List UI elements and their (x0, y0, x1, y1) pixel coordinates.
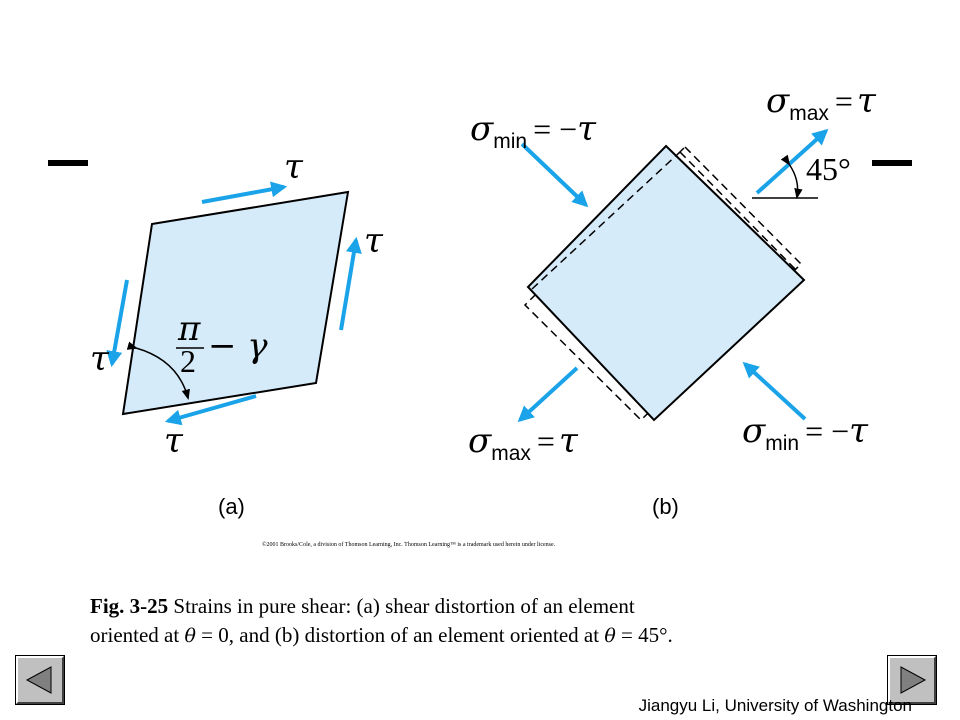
caption-line2-c: = 45°. (615, 623, 673, 647)
caption-line1: Strains in pure shear: (a) shear distort… (168, 594, 635, 618)
sigma-min-label-bottom: σmin= −τ (742, 411, 869, 455)
angle-arc (126, 341, 190, 401)
author-credit: Jiangyu Li, University of Washington (638, 696, 912, 715)
pure-shear-figure: τ τ τ τ π 2 − γ σmin= −τ σmax=τ σmax=τ σ… (90, 81, 877, 519)
tau-label-bottom: τ (164, 421, 184, 461)
shear-arrow-right (339, 236, 362, 331)
right-dash-bar (872, 160, 912, 166)
sigma-min-arrow-bottom (742, 361, 807, 421)
caption-line2-a: oriented at (90, 623, 185, 647)
sigma-max-arrow-bottom (517, 366, 579, 423)
rotated-element (526, 144, 806, 422)
sigma-min-arrow-top (520, 142, 589, 208)
tau-label-top: τ (284, 147, 304, 187)
copyright-notice: ©2001 Brooks/Cole, a division of Thomson… (262, 542, 556, 548)
caption-line2-b: = 0, and (b) distortion of an element or… (195, 623, 605, 647)
sigma-max-label-bottom: σmax=τ (468, 421, 579, 465)
triangle-right-icon (900, 666, 927, 694)
tau-label-left: τ (90, 339, 110, 379)
angle-two: 2 (180, 343, 196, 379)
shear-arrow-bottom (164, 394, 257, 426)
dashed-inner-line (531, 151, 681, 290)
caption-fig-label: Fig. 3-25 (90, 594, 169, 618)
next-slide-button[interactable] (887, 655, 937, 705)
angle-45-arc (780, 154, 803, 200)
caption-theta-2: θ (604, 625, 616, 647)
panel-a-diagram: τ τ τ τ π 2 − γ (90, 147, 384, 461)
dashed-right-line (679, 151, 799, 273)
sheared-element (121, 190, 350, 416)
shear-arrow-left (106, 279, 129, 368)
sigma-max-label-top: σmax=τ (766, 81, 877, 125)
angle-pi: π (177, 309, 201, 349)
figure-caption: Fig. 3-25 Strains in pure shear: (a) she… (90, 592, 890, 651)
caption-theta-1: θ (184, 625, 196, 647)
triangle-left-icon (25, 666, 52, 694)
panel-b-diagram: σmin= −τ σmax=τ σmax=τ σmin= −τ 45° (468, 81, 877, 465)
panel-a-label: (a) (218, 494, 245, 519)
panel-b-label: (b) (652, 494, 679, 519)
angle-45-label: 45° (806, 151, 851, 187)
tau-label-right: τ (364, 221, 384, 261)
angle-minus-gamma: − γ (208, 326, 268, 366)
left-dash-bar (48, 160, 88, 166)
previous-slide-button[interactable] (15, 655, 65, 705)
sigma-min-label-top: σmin= −τ (470, 109, 597, 153)
shear-arrow-top (201, 181, 288, 204)
